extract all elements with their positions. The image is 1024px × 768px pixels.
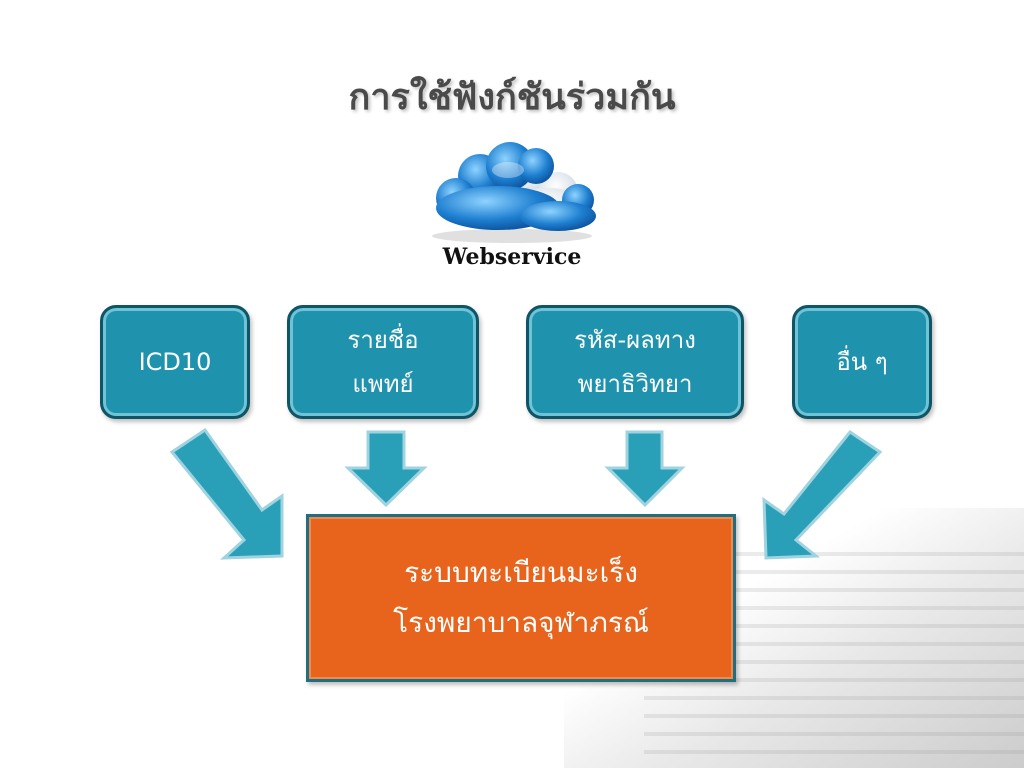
source-box-line: รายชื่อ [347,326,419,354]
source-box-line: ICD10 [138,348,212,376]
source-box-line: แพทย์ [352,370,414,398]
source-box-pathology-result: รหัส-ผลทาง พยาธิวิทยา [526,305,744,419]
source-box-doctor-list: รายชื่อ แพทย์ [287,305,479,419]
arrow-others-to-target [762,429,883,560]
webservice-label: Webservice [442,244,582,270]
source-box-others: อื่น ๆ [792,305,932,419]
arrow-icd10-to-target [169,427,284,560]
cloud-icon [418,136,606,246]
arrow-doctor-to-target [344,430,428,508]
source-box-line: อื่น ๆ [836,348,888,376]
source-box-icd10: ICD10 [100,305,250,419]
page-title: การใช้ฟังก์ชันร่วมกัน [348,77,676,118]
target-line: ระบบทะเบียนมะเร็ง [404,556,638,589]
arrow-pathology-to-target [604,430,686,508]
target-system-box: ระบบทะเบียนมะเร็ง โรงพยาบาลจุฬาภรณ์ [306,514,736,682]
target-line: โรงพยาบาลจุฬาภรณ์ [393,606,649,639]
source-box-line: พยาธิวิทยา [577,370,693,398]
source-box-line: รหัส-ผลทาง [574,326,696,354]
